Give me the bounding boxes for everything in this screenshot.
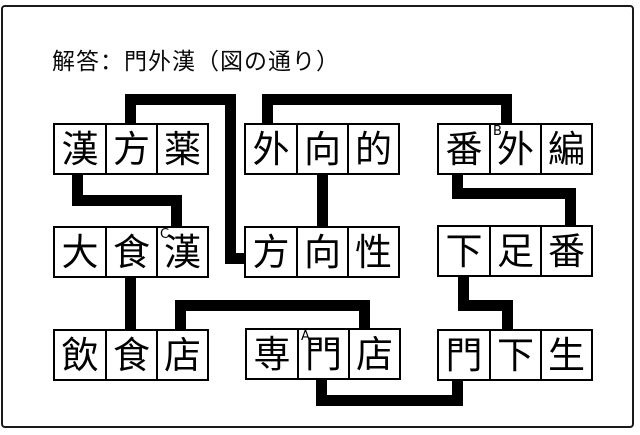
- kanji-cell: 店: [348, 330, 399, 378]
- kanji-cell: 薬: [156, 125, 207, 173]
- kanji-cell: 性: [347, 228, 398, 276]
- kanji-char: 番: [445, 127, 483, 171]
- cell-label-b: B: [493, 124, 502, 139]
- kanji-char: 店: [164, 333, 201, 377]
- kanji-cell: 方: [246, 228, 296, 276]
- cell-label-c: C: [160, 227, 170, 242]
- kanji-cell: 足: [489, 227, 540, 275]
- kanji-char: 性: [355, 230, 392, 274]
- kanji-cell: 店: [156, 331, 207, 379]
- kanji-char: 足: [497, 229, 534, 273]
- word-box-gaikouteki: 外 向 的: [244, 123, 400, 175]
- kanji-cell: 飲: [55, 331, 105, 379]
- kanji-cell: 専: [247, 330, 297, 378]
- kanji-cell: 下: [439, 227, 489, 275]
- word-box-kanpouyaku: 漢 方 薬: [53, 123, 209, 175]
- kanji-cell: 外: [246, 125, 296, 173]
- kanji-char: 外: [252, 127, 290, 171]
- kanji-char: 向: [304, 127, 341, 171]
- kanji-cell: 番: [439, 125, 489, 173]
- kanji-char: 門: [445, 333, 483, 377]
- kanji-cell: 編: [540, 125, 591, 173]
- kanji-char: 生: [548, 333, 585, 377]
- word-box-houkousei: 方 向 性: [244, 226, 400, 278]
- kanji-char: 番: [548, 229, 585, 273]
- kanji-char: 食: [113, 230, 150, 274]
- kanji-cell: 番: [540, 227, 591, 275]
- kanji-char: 薬: [164, 127, 201, 171]
- word-box-monkasei: 門 下 生: [437, 329, 593, 381]
- kanji-cell: 食: [105, 331, 156, 379]
- kanji-cell: 的: [347, 125, 398, 173]
- kanji-char: 漢: [164, 230, 201, 274]
- word-box-gesokuban: 下 足 番: [437, 225, 593, 277]
- kanji-cell: 大: [55, 228, 105, 276]
- kanji-char: 的: [355, 127, 392, 171]
- kanji-char: 食: [113, 333, 150, 377]
- word-box-inshokuten: 飲 食 店: [53, 329, 209, 381]
- kanji-char: 飲: [61, 333, 99, 377]
- kanji-char: 大: [61, 230, 99, 274]
- kanji-cell: 方: [105, 125, 156, 173]
- cell-label-a: A: [301, 329, 310, 344]
- kanji-char: 方: [113, 127, 150, 171]
- kanji-cell: 向: [296, 125, 347, 173]
- kanji-char: 向: [304, 230, 341, 274]
- kanji-cell: 下: [489, 331, 540, 379]
- kanji-char: 門: [305, 332, 342, 376]
- kanji-cell: 門: [439, 331, 489, 379]
- kanji-char: 方: [252, 230, 290, 274]
- kanji-char: 外: [497, 127, 534, 171]
- kanji-char: 下: [497, 333, 534, 377]
- kanji-char: 漢: [61, 127, 99, 171]
- kanji-cell: 漢: [55, 125, 105, 173]
- kanji-cell: 食: [105, 228, 156, 276]
- answer-title: 解答：門外漢（図の通り）: [52, 49, 340, 75]
- kanji-cell: 向: [296, 228, 347, 276]
- kanji-char: 下: [445, 229, 483, 273]
- kanji-char: 編: [548, 127, 585, 171]
- kanji-char: 店: [356, 332, 393, 376]
- kanji-char: 専: [253, 332, 291, 376]
- kanji-cell: 生: [540, 331, 591, 379]
- outer-frame: [1, 5, 634, 428]
